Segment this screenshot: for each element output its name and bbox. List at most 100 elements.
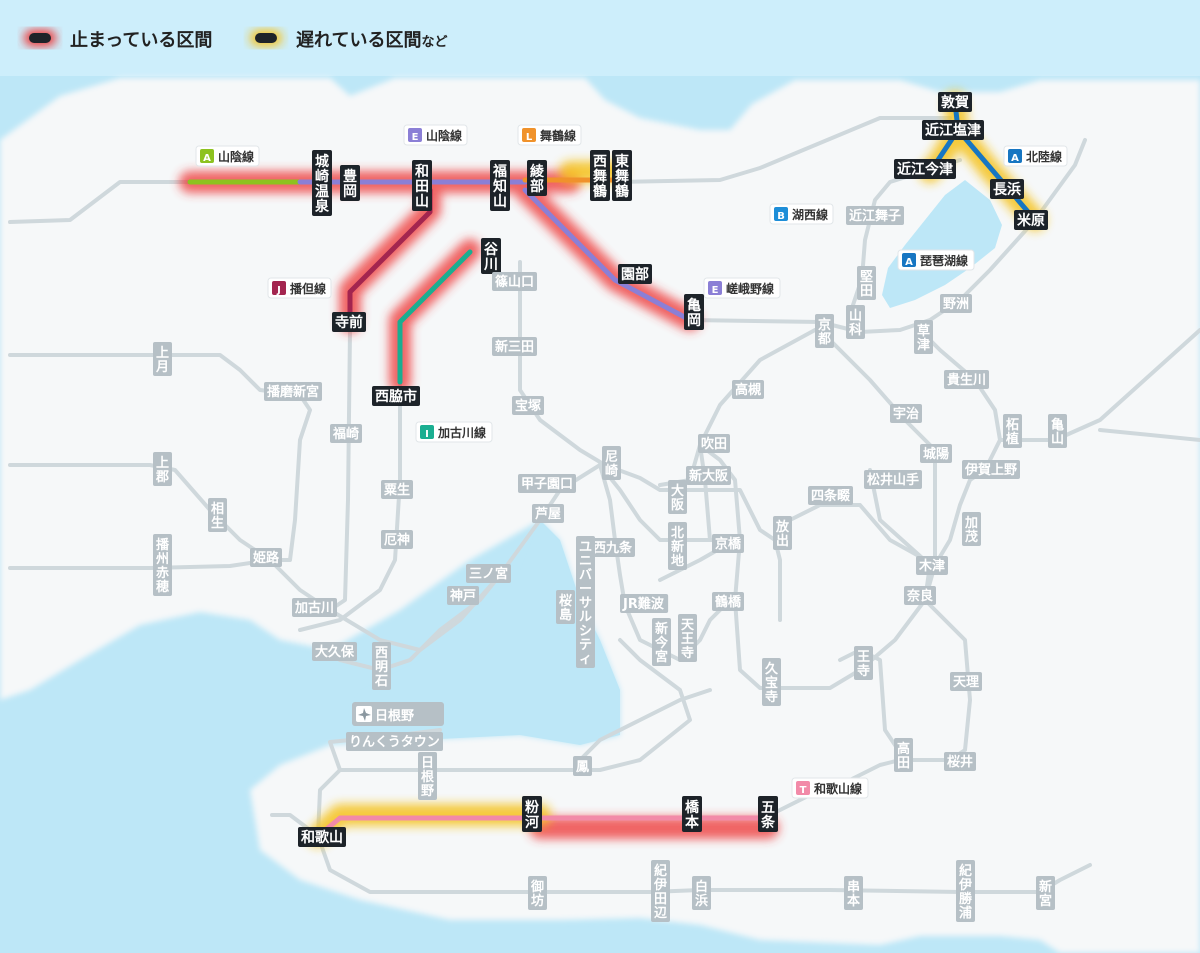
station-name: 高槻 (735, 382, 761, 398)
station-name: 御坊 (530, 879, 544, 909)
station-name: 三ノ宮 (469, 566, 508, 582)
station-name: ユニバーサルシティ (579, 540, 592, 667)
line-chip-label: 山陰線 (426, 128, 462, 143)
line-badge-letter: A (905, 257, 913, 268)
station-41: 王寺 (854, 646, 873, 680)
station-34: ユニバーサルシティ (576, 536, 595, 668)
station-name: 西九条 (593, 540, 633, 556)
line-chip-biwako: A 琵琶湖線 (897, 249, 975, 271)
station-26: 大阪 (668, 480, 687, 514)
station-name: 宇治 (893, 406, 919, 422)
line-badge-letter: A (1011, 153, 1019, 164)
station-name: 日根野 (421, 756, 435, 799)
station-name: 和田山 (415, 164, 429, 210)
station-name: 四条畷 (811, 488, 851, 504)
station-name: 尼崎 (605, 450, 618, 479)
station-61: 紀伊田辺 (651, 860, 670, 922)
legend-bar (0, 0, 1200, 76)
station-22: 神戸 (447, 586, 479, 605)
station-49: 貴生川 (944, 370, 989, 389)
station-name: 五条 (760, 800, 776, 831)
station-name: 柘植 (1005, 417, 1019, 447)
station-name: 天王寺 (681, 618, 695, 661)
station-62: 白浜 (692, 876, 711, 910)
station-20: 西明石 (372, 642, 391, 690)
station-name: 桜井 (947, 754, 973, 770)
station-name: 橋本 (685, 799, 700, 831)
station-name: 米原 (1017, 212, 1045, 229)
station-1: 豊岡 (340, 165, 360, 201)
legend-delayed: 遅れている区間など (250, 30, 447, 51)
line-chip-label: 嵯峨野線 (726, 281, 774, 296)
station-name: 王寺 (857, 650, 870, 679)
station-44: 加茂 (962, 512, 981, 546)
station-name: 山科 (849, 308, 862, 338)
station-name: 高田 (897, 741, 910, 771)
station-name: 新宮 (1039, 879, 1052, 909)
line-badge (1008, 149, 1022, 163)
station-63: 串本 (844, 876, 863, 910)
station-name: 久宝寺 (765, 661, 779, 705)
station-7: 新三田 (492, 337, 537, 356)
station-33: 西九条 (590, 538, 635, 557)
station-name: 粟生 (383, 482, 410, 498)
line-chip-label: 和歌山線 (813, 781, 862, 796)
station-name: 紀伊勝浦 (958, 863, 973, 921)
station-16: 米原 (1014, 210, 1048, 230)
station-name: 上月 (155, 346, 169, 375)
station-name: 寺前 (335, 314, 363, 331)
lake-biwa (882, 180, 1002, 308)
station-19: 橋本 (682, 796, 702, 832)
line-badge (796, 781, 810, 795)
station-19: 大久保 (312, 642, 357, 661)
line-badge (420, 425, 434, 439)
station-25: 尼崎 (602, 446, 621, 480)
station-name: 宝塚 (515, 398, 541, 414)
airplane-icon (358, 708, 371, 721)
station-58: 日根野 (418, 752, 437, 800)
station-20: 五条 (758, 796, 778, 832)
station-13: 相生 (208, 498, 227, 532)
station-24: 甲子園口 (518, 474, 576, 493)
station-50: 柘植 (1003, 414, 1022, 448)
station-15: 長浜 (990, 179, 1024, 199)
line-badge (902, 253, 916, 267)
station-name: 和歌山 (301, 829, 343, 846)
line-badge-letter: J (276, 285, 281, 296)
station-name: 加古川 (294, 600, 334, 616)
station-38: 天王寺 (678, 614, 697, 662)
station-8: 宝塚 (512, 396, 544, 415)
station-name: 姫路 (253, 550, 280, 566)
station-name: 紀伊田辺 (653, 863, 667, 921)
station-name: 松井山手 (867, 472, 919, 488)
station-name: 福知山 (492, 163, 507, 210)
station-name: 野洲 (943, 297, 969, 312)
legend-stopped-swatch (29, 33, 51, 43)
station-name: 福崎 (332, 426, 359, 442)
station-name: 甲子園口 (521, 476, 573, 492)
line-chip-label: 北陸線 (1026, 149, 1062, 164)
station-28: 新大阪 (686, 466, 731, 485)
station-1: 堅田 (857, 266, 876, 300)
station-9: 上月 (153, 342, 172, 376)
station-35: 桜島 (556, 590, 575, 624)
station-name: 近江塩津 (925, 122, 981, 139)
station-21: 三ノ宮 (466, 564, 511, 583)
station-52: 伊賀上野 (962, 460, 1020, 479)
station-27: 北新地 (668, 522, 687, 570)
line-chip-label: 琵琶湖線 (920, 253, 968, 268)
station-name: 大阪 (671, 483, 685, 513)
station-18: 粉河 (522, 796, 542, 832)
station-name: 堅田 (860, 270, 873, 299)
station-name: 京都 (817, 317, 831, 347)
station-4: 綾部 (527, 160, 547, 196)
station-name: 新今宮 (654, 621, 669, 665)
station-name: 豊岡 (343, 168, 357, 200)
line-chip-label: 加古川線 (437, 425, 486, 440)
station-10: 園部 (618, 264, 652, 284)
station-3: 福知山 (490, 160, 510, 211)
line-badge (200, 149, 214, 163)
